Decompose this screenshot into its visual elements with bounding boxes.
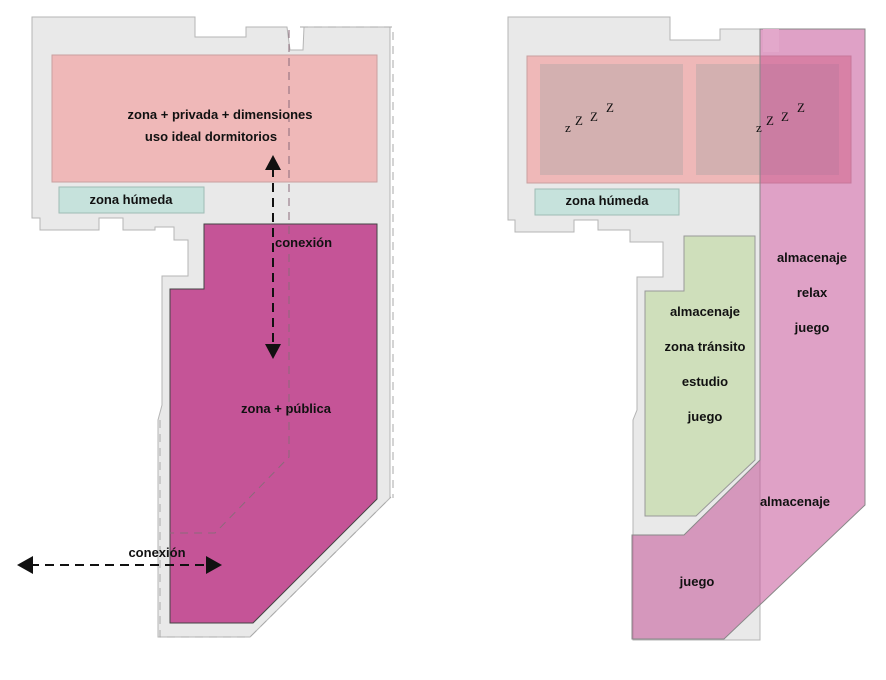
diagonal-label: almacenaje: [760, 494, 830, 509]
wet-zone-right: [534, 188, 680, 216]
green-zone-label: almacenaje: [670, 304, 740, 319]
left-dashed-boundary: [300, 26, 394, 498]
sleep-z-small: z: [565, 120, 571, 135]
strip-label: juego: [794, 320, 830, 335]
sleep-z-medium: Z: [575, 113, 583, 128]
sleep-z-large: Z: [606, 100, 614, 115]
strip-top-notch: [763, 29, 779, 52]
green-zone-label: zona tránsito: [665, 339, 746, 354]
arrow-right-icon: [206, 556, 222, 574]
sleep-z-large: Z: [590, 109, 598, 124]
green-zone: [644, 235, 756, 517]
wet-zone-right-label: zona húmeda: [565, 193, 649, 208]
sleep-z-large: Z: [797, 100, 805, 115]
wet-zone-label: zona húmeda: [89, 192, 173, 207]
right-plan: z Z Z Z z Z Z Z zona húmeda almacenaje z…: [507, 16, 866, 641]
arrow-up-icon: [265, 155, 281, 170]
sleep-z-small: z: [756, 120, 762, 135]
dashed-guide: [170, 30, 290, 534]
public-zone: [169, 223, 378, 624]
vertical-connection-label: conexión: [275, 235, 332, 250]
sleep-icon: z Z Z Z: [756, 100, 805, 135]
sleep-z-medium: Z: [766, 113, 774, 128]
bottom-label: juego: [679, 574, 715, 589]
green-zone-label: juego: [687, 409, 723, 424]
arrow-left-icon: [17, 556, 33, 574]
arrow-down-icon: [265, 344, 281, 359]
left-plan: zona + privada + dimensiones uso ideal d…: [17, 16, 394, 638]
private-zone-label: zona + privada + dimensiones: [128, 107, 313, 122]
wet-zone: [58, 186, 205, 214]
sleep-icon: z Z Z Z: [565, 100, 614, 135]
left-dashed-bottom: [159, 420, 392, 638]
private-zone: [51, 54, 378, 183]
strip-label: almacenaje: [777, 250, 847, 265]
public-zone-label: zona + pública: [241, 401, 332, 416]
private-zone-sublabel: uso ideal dormitorios: [145, 129, 277, 144]
sleep-z-large: Z: [781, 109, 789, 124]
horizontal-connection-label: conexión: [128, 545, 185, 560]
green-zone-label: estudio: [682, 374, 728, 389]
bedroom-1: [540, 64, 683, 175]
strip-label: relax: [797, 285, 828, 300]
pink-strip-zone: [631, 28, 866, 640]
